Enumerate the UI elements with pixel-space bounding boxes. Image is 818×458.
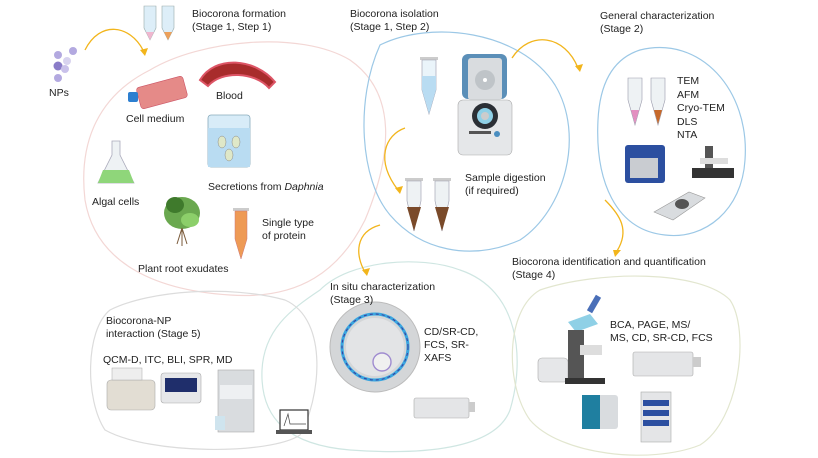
arrow-nps-to-formation	[84, 28, 144, 51]
plant-icon	[164, 197, 200, 246]
formation-region-outline	[83, 41, 387, 297]
general-title: General characterization (Stage 2)	[600, 10, 715, 35]
arrow-isolation-to-general	[511, 39, 579, 69]
general-region-outline	[597, 47, 746, 237]
formation-title: Biocorona formation (Stage 1, Step 1)	[192, 8, 286, 33]
interaction-methods: QCM-D, ITC, BLI, SPR, MD	[103, 354, 233, 366]
spectrometer-icon	[413, 397, 475, 419]
digested-tubes-icon	[405, 178, 451, 232]
cell-culture-flask-icon	[128, 76, 188, 109]
daphnia-label: Secretions from Daphnia	[208, 181, 324, 193]
beaker-daphnia-icon	[207, 114, 251, 168]
hplc-icon	[640, 391, 672, 443]
blood-vessel-icon	[198, 61, 277, 90]
gel-pipette-icon	[568, 294, 602, 332]
sample-tubes-icon	[627, 77, 666, 127]
insitu-region-outline	[261, 261, 518, 453]
erlenmeyer-flask-icon	[97, 140, 135, 184]
tube-icon	[420, 57, 438, 116]
interaction-region-outline	[90, 290, 318, 451]
nps-label: NPs	[49, 87, 69, 99]
isolation-region-outline	[363, 31, 570, 252]
plant-root-label: Plant root exudates	[138, 263, 229, 275]
qcm-icon	[106, 367, 156, 411]
single-protein-label: Single type of protein	[262, 217, 314, 242]
laptop-icon	[276, 409, 312, 434]
method-afm: AFM	[677, 89, 700, 101]
identification-title: Biocorona identification and quantificat…	[512, 256, 706, 281]
cell-medium-label: Cell medium	[126, 113, 185, 125]
identification-methods: BCA, PAGE, MS/ MS, CD, SR-CD, FCS	[610, 319, 713, 344]
synchrotron-icon	[329, 301, 421, 393]
method-tem: TEM	[677, 75, 700, 87]
isolation-title: Biocorona isolation (Stage 1, Step 2)	[350, 8, 439, 33]
method-nta: NTA	[677, 129, 698, 141]
interaction-title: Biocorona-NP interaction (Stage 5)	[106, 315, 201, 340]
microscope-icon	[537, 330, 605, 384]
algal-cells-label: Algal cells	[92, 196, 140, 208]
nanoparticles-icon	[53, 47, 77, 82]
method-cryo-tem: Cryo-TEM	[677, 102, 725, 114]
protein-tube-icon	[233, 208, 249, 260]
itc-icon	[160, 372, 202, 404]
flow-arrows	[84, 28, 624, 273]
identification-region-outline	[511, 275, 741, 456]
insitu-title: In situ characterization (Stage 3)	[330, 281, 436, 306]
insitu-methods: CD/SR-CD, FCS, SR- XAFS	[424, 326, 479, 364]
arrow-heads	[140, 48, 621, 276]
afm-microscope-icon	[692, 146, 734, 178]
arrow-digestion-to-insitu	[358, 224, 381, 273]
arrow-general-to-identification	[604, 199, 624, 252]
uv-spectrometer-icon	[632, 351, 701, 377]
formation-tubes-icon	[143, 5, 175, 41]
arrow-centrifuge-to-digestion	[384, 127, 406, 191]
tem-instrument-icon	[625, 145, 665, 183]
blood-label: Blood	[216, 90, 243, 102]
method-dls: DLS	[677, 116, 698, 128]
spr-icon	[215, 369, 255, 433]
mass-spec-icon	[582, 395, 618, 429]
dls-instrument-icon	[653, 191, 706, 221]
digestion-label: Sample digestion (if required)	[465, 172, 546, 197]
centrifuge-icon	[457, 54, 513, 156]
